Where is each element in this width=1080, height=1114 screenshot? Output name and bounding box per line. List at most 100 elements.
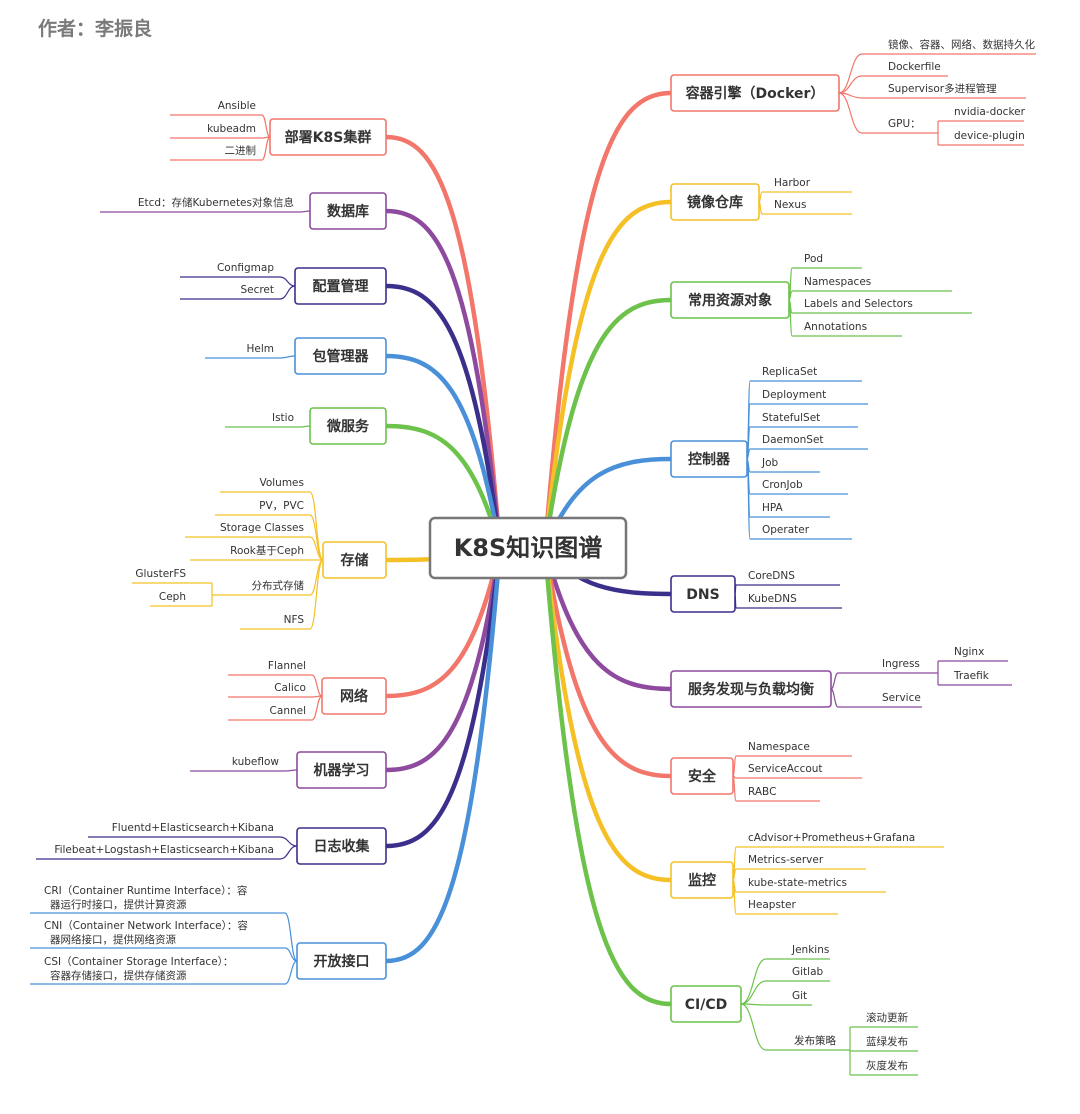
svg-text:Secret: Secret — [240, 284, 274, 296]
svg-text:Helm: Helm — [246, 343, 274, 355]
leaf-right-8-0: Jenkins — [791, 944, 829, 956]
svg-text:Configmap: Configmap — [217, 262, 274, 274]
leaf-left-5-0: Volumes — [259, 477, 304, 489]
branch-label: 数据库 — [327, 203, 369, 220]
branch-node-left-1: 数据库 — [309, 192, 387, 230]
leaf-right-0-3-0: nvidia-docker — [954, 106, 1026, 118]
svg-text:kubeflow: kubeflow — [232, 756, 280, 768]
svg-text:CSI（Container Storage Interfac: CSI（Container Storage Interface）： — [44, 956, 233, 968]
branch-node-right-3: 控制器 — [670, 440, 748, 478]
leaf-right-8-3-0: 滚动更新 — [866, 1011, 908, 1024]
svg-text:Traefik: Traefik — [953, 670, 990, 682]
leaf-left-5-4-1: Ceph — [159, 591, 186, 603]
leaf-left-5-3: Rook基于Ceph — [230, 544, 304, 557]
branch-label: 开放接口 — [314, 953, 370, 970]
leaf-left-2-1: Secret — [240, 284, 274, 296]
leaf-left-5-4-0: GlusterFS — [135, 568, 186, 580]
leaf-right-3-5: CronJob — [762, 479, 803, 491]
svg-text:CronJob: CronJob — [762, 479, 803, 491]
leaf-left-4-0: Istio — [272, 412, 294, 424]
leaf-left-5-1: PV，PVC — [259, 500, 304, 512]
leaf-left-8-1: Filebeat+Logstash+Elasticsearch+Kibana — [54, 844, 274, 856]
branch-label: 部署K8S集群 — [285, 129, 372, 146]
svg-text:镜像、容器、网络、数据持久化: 镜像、容器、网络、数据持久化 — [888, 38, 1035, 51]
branch-label: 常用资源对象 — [688, 292, 772, 309]
leaf-left-6-1: Calico — [274, 682, 306, 694]
branch-node-left-7: 机器学习 — [296, 751, 387, 789]
svg-text:Pod: Pod — [804, 253, 823, 265]
svg-text:Flannel: Flannel — [268, 660, 306, 672]
leaf-left-9-0: CRI（Container Runtime Interface）：容器运行时接口… — [44, 884, 248, 911]
branch-node-left-9: 开放接口 — [296, 942, 387, 980]
leaf-right-1-1: Nexus — [774, 199, 806, 211]
leaf-right-7-0: cAdvisor+Prometheus+Grafana — [748, 832, 915, 844]
leaf-right-3-4: Job — [761, 457, 779, 469]
svg-text:kube-state-metrics: kube-state-metrics — [748, 877, 847, 889]
branch-label: 机器学习 — [314, 762, 370, 779]
branch-label: 监控 — [688, 872, 716, 889]
branch-node-right-1: 镜像仓库 — [670, 183, 760, 221]
nodes: K8S知识图谱部署K8S集群Ansiblekubeadm二进制数据库Etcd：存… — [44, 38, 1035, 1072]
leaf-left-8-0: Fluentd+Elasticsearch+Kibana — [112, 822, 274, 834]
leaf-right-3-7: Operater — [762, 524, 810, 536]
branch-node-right-5: 服务发现与负载均衡 — [670, 670, 832, 708]
leaf-left-5-5: NFS — [284, 614, 305, 626]
svg-text:Volumes: Volumes — [259, 477, 304, 489]
leaf-left-3-0: Helm — [246, 343, 274, 355]
branch-node-left-0: 部署K8S集群 — [269, 118, 387, 156]
svg-text:Git: Git — [792, 990, 807, 1002]
leaf-right-8-1: Gitlab — [792, 966, 824, 978]
svg-text:Fluentd+Elasticsearch+Kibana: Fluentd+Elasticsearch+Kibana — [112, 822, 274, 834]
svg-text:Storage Classes: Storage Classes — [220, 522, 304, 534]
svg-text:容器存储接口，提供存储资源: 容器存储接口，提供存储资源 — [50, 969, 187, 982]
branch-node-left-4: 微服务 — [309, 407, 387, 445]
svg-text:Heapster: Heapster — [748, 899, 797, 911]
svg-text:Nginx: Nginx — [954, 646, 984, 658]
leaf-right-6-0: Namespace — [748, 741, 810, 753]
svg-text:device-plugin: device-plugin — [954, 130, 1025, 142]
svg-text:DaemonSet: DaemonSet — [762, 434, 824, 446]
leaf-right-5-0: Ingress — [882, 658, 920, 670]
leaf-right-0-3-1: device-plugin — [954, 130, 1025, 142]
svg-text:器运行时接口，提供计算资源: 器运行时接口，提供计算资源 — [50, 898, 187, 911]
leaf-right-2-0: Pod — [804, 253, 823, 265]
branch-node-left-6: 网络 — [321, 677, 387, 715]
leaf-right-3-6: HPA — [762, 502, 784, 514]
leaf-right-0-2: Supervisor多进程管理 — [888, 82, 997, 95]
leaf-left-9-1: CNI（Container Network Interface）：容器网络接口，… — [44, 919, 248, 946]
branch-node-left-5: 存储 — [322, 541, 387, 579]
leaf-right-5-0-0: Nginx — [954, 646, 984, 658]
branch-node-right-0: 容器引擎（Docker） — [670, 74, 840, 112]
branch-label: 存储 — [341, 552, 369, 569]
center-node: K8S知识图谱 — [428, 516, 628, 580]
leaf-right-4-0: CoreDNS — [748, 570, 795, 582]
svg-text:ReplicaSet: ReplicaSet — [762, 366, 817, 378]
svg-text:Annotations: Annotations — [804, 321, 867, 333]
leaf-right-7-3: Heapster — [748, 899, 797, 911]
leaf-left-6-2: Cannel — [270, 705, 306, 717]
svg-text:HPA: HPA — [762, 502, 784, 514]
branch-label: 网络 — [340, 688, 368, 705]
svg-text:Calico: Calico — [274, 682, 306, 694]
svg-text:滚动更新: 滚动更新 — [866, 1011, 908, 1024]
svg-text:KubeDNS: KubeDNS — [748, 593, 797, 605]
leaf-right-3-0: ReplicaSet — [762, 366, 817, 378]
leaf-right-1-0: Harbor — [774, 177, 811, 189]
branch-node-left-8: 日志收集 — [296, 827, 387, 865]
svg-text:Jenkins: Jenkins — [791, 944, 829, 956]
svg-text:cAdvisor+Prometheus+Grafana: cAdvisor+Prometheus+Grafana — [748, 832, 915, 844]
branch-label: 服务发现与负载均衡 — [688, 681, 814, 698]
leaf-right-0-1: Dockerfile — [888, 61, 941, 73]
svg-text:Metrics-server: Metrics-server — [748, 854, 824, 866]
svg-text:Namespace: Namespace — [748, 741, 810, 753]
leaf-right-2-1: Namespaces — [804, 276, 871, 288]
leaf-right-5-1: Service — [882, 692, 921, 704]
svg-text:Ansible: Ansible — [218, 100, 256, 112]
svg-text:Operater: Operater — [762, 524, 810, 536]
svg-text:灰度发布: 灰度发布 — [866, 1059, 908, 1072]
leaf-right-7-1: Metrics-server — [748, 854, 824, 866]
svg-text:PV，PVC: PV，PVC — [259, 500, 304, 512]
leaf-right-3-2: StatefulSet — [762, 412, 820, 424]
leaf-left-0-2: 二进制 — [225, 144, 257, 157]
